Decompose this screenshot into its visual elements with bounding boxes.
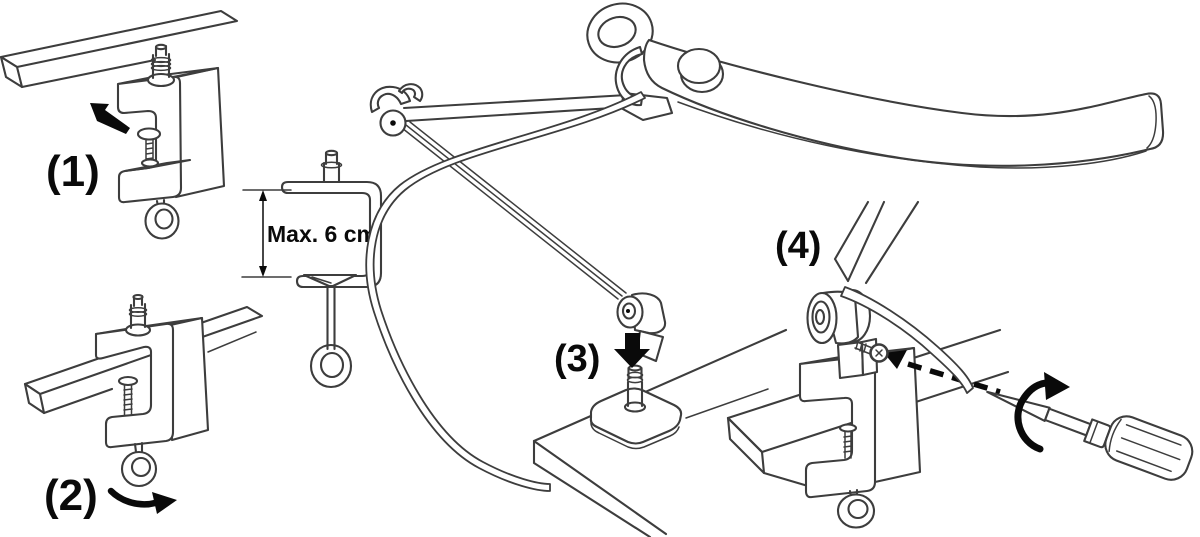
upper-curved-arm (614, 38, 1165, 169)
clamp-swivel-pad (302, 273, 358, 288)
power-cable (840, 286, 974, 394)
clamp-screw-pad (838, 423, 858, 459)
clamp-ring-screw (836, 488, 876, 529)
step-2-label: (2) (44, 471, 98, 520)
power-cable (365, 91, 646, 492)
step-4-illustration: (4) (726, 200, 1194, 529)
table-clamp (798, 346, 922, 529)
max-opening-label: Max. 6 cm (267, 221, 377, 247)
rotate-arrow-icon (1014, 372, 1070, 453)
table-edge (23, 305, 264, 415)
arrow-down-icon (614, 333, 650, 368)
lower-arm-struts (401, 91, 674, 300)
arm-knob (676, 47, 725, 94)
rotate-arrow-icon (107, 487, 177, 514)
screw-trajectory-dashes (907, 361, 1001, 395)
locking-screw (854, 340, 889, 363)
arrow-up-left-icon (90, 103, 130, 134)
step-3-illustration: (3) (554, 333, 683, 450)
table-clamp (116, 43, 226, 240)
clamp-opening-detail: Max. 6 cm (241, 149, 383, 389)
table-edge (0, 9, 239, 89)
base-plate-pin (623, 364, 647, 413)
step-4-label: (4) (775, 225, 821, 267)
screwdriver (986, 390, 1194, 481)
clamp-top-pin (146, 43, 176, 88)
arm-pivot-hinge (369, 83, 424, 137)
clamp-screw-pad (136, 127, 162, 168)
step-2-illustration: (2) (23, 293, 264, 520)
clamp-ring-screw (309, 285, 353, 389)
step-3-label: (3) (554, 338, 600, 380)
arm-base-joint (806, 288, 872, 345)
base-plate (589, 364, 683, 450)
clamp-top-pin (320, 149, 343, 184)
step-1-illustration: (1) (0, 9, 239, 240)
table-clamp (94, 293, 210, 488)
lamp-arm-assembly (365, 2, 1165, 492)
clamp-screw-pad (117, 375, 139, 416)
clamp-ring-screw (144, 198, 180, 240)
dimension-annotation: Max. 6 cm (241, 189, 377, 278)
screw-arrowhead-icon (884, 350, 907, 369)
step-3-table (532, 328, 788, 537)
lamp-arm-stub (833, 200, 920, 285)
step-1-label: (1) (46, 147, 100, 196)
clamp-top-pin (124, 293, 152, 337)
clamp-ring-screw (120, 441, 158, 488)
